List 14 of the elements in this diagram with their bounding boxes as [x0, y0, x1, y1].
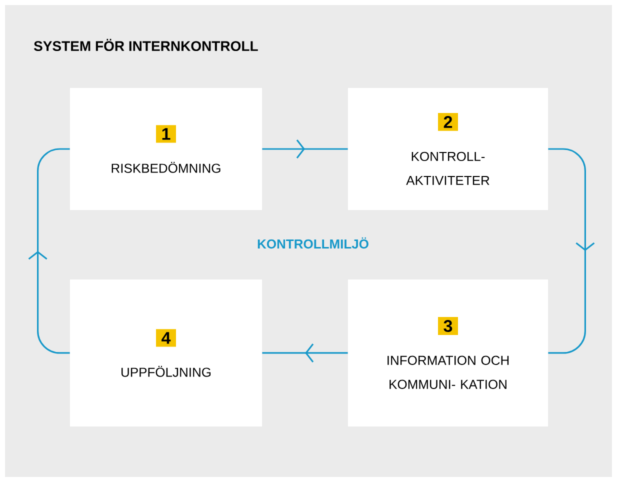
process-box	[348, 280, 548, 426]
step-label: RISKBEDÖMNING	[112, 162, 220, 173]
number-badge: 3	[438, 316, 458, 336]
process-box	[70, 280, 262, 426]
step-label: INFORMATION OCH KOMMUNI- KATION	[388, 356, 509, 389]
step-label: KONTROLL- AKTIVITETER	[406, 152, 490, 185]
process-box	[348, 88, 548, 210]
process-box	[70, 88, 262, 210]
title: SYSTEM FÖR INTERNKONTROLL	[34, 38, 258, 52]
number-badge: 1	[156, 125, 176, 143]
number-badge: 2	[438, 113, 458, 131]
step-label: UPPFÖLJNING	[122, 366, 211, 377]
number-badge: 4	[156, 329, 176, 347]
center-label: KONTROLLMILJÖ	[258, 237, 368, 249]
